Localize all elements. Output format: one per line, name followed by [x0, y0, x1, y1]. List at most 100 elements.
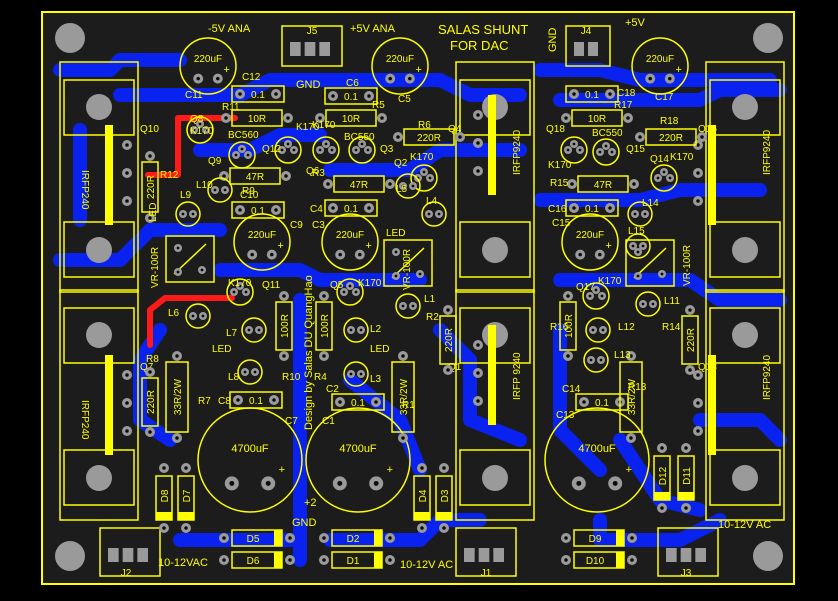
solder-pad [364, 203, 374, 213]
solder-pad [198, 266, 206, 274]
capacitor-value: 0.1 [595, 398, 609, 409]
inductor-ref: L1 [424, 294, 436, 305]
solder-pad [357, 370, 365, 378]
solder-pad [278, 146, 286, 154]
transistor-type: IRFP9240 [512, 130, 523, 175]
inductor-l12: L12 [585, 317, 635, 343]
resistor-value: 220R [417, 133, 441, 144]
solder-pad [629, 179, 639, 189]
transistor-ref: Q16 [698, 124, 717, 135]
solder-pad [435, 210, 443, 218]
solder-pad [399, 182, 407, 190]
resistor-ref: R6 [418, 120, 431, 131]
connector-pin [108, 548, 119, 562]
cathode-band [274, 530, 282, 546]
solder-pad [473, 340, 483, 350]
solder-pad [357, 326, 365, 334]
polarity-mark: + [277, 240, 283, 252]
solder-pad [335, 397, 345, 407]
connector-pin [493, 548, 504, 562]
solder-pad [393, 132, 403, 142]
capacitor-ref: C5 [398, 94, 411, 105]
solder-pad [596, 148, 604, 156]
diode-ref: D3 [440, 489, 451, 502]
solder-pad [399, 302, 407, 310]
solder-pad [385, 555, 395, 565]
solder-pad [212, 73, 223, 84]
solder-pad [639, 300, 647, 308]
inductor-ref: L3 [370, 374, 382, 385]
cathode-band [678, 492, 694, 500]
connector-ref: J5 [307, 26, 318, 37]
solder-pad [323, 179, 333, 189]
solder-pad [586, 292, 594, 300]
inductor-l2: L2 [343, 317, 382, 343]
capacitor-ref: C10 [240, 190, 259, 201]
inductor-ref: L13 [614, 350, 631, 361]
transistor-ref: Q3 [380, 144, 394, 155]
connector-pin [122, 548, 134, 562]
solder-pad [641, 210, 649, 218]
solder-pad [579, 397, 589, 407]
capacitor-ref: C18 [617, 88, 636, 99]
transistor-part: K170 [410, 152, 434, 163]
trimmer-value: VR-100R [682, 245, 693, 286]
solder-pad [657, 503, 667, 513]
solder-pad [563, 291, 573, 301]
solder-pad [145, 213, 155, 223]
transistor-part: K170 [670, 152, 694, 163]
resistor-value: 220R [146, 175, 157, 199]
solder-pad [635, 132, 645, 142]
solder-pad [599, 326, 607, 334]
label-plus2: +2 [304, 497, 317, 509]
diode-d4: D4 [413, 463, 431, 533]
solder-pad [426, 174, 434, 182]
capacitor-c9: 220uF+C9 [233, 213, 303, 271]
solder-pad [255, 326, 263, 334]
inductor-ref: L15 [628, 226, 645, 237]
trimmer-value: VR-100R [402, 249, 413, 290]
polarity-mark: + [223, 64, 229, 76]
solder-pad [645, 73, 656, 84]
solder-pad [319, 291, 329, 301]
solder-pad [425, 210, 433, 218]
solder-pad [420, 168, 428, 176]
solder-pad [569, 89, 579, 99]
cathode-band [156, 512, 172, 520]
transistor-type: IRFP9240 [762, 355, 773, 400]
resistor-ref: R11 [222, 102, 240, 113]
diode-ref: D10 [586, 556, 605, 567]
inductor-l7: L7 [226, 317, 267, 343]
inductor-ref: L12 [618, 322, 635, 333]
solder-pad [245, 326, 253, 334]
capacitor-value: 4700uF [231, 443, 269, 455]
transistor-part: K170 [598, 276, 622, 287]
transistor-ref: Q9 [208, 156, 222, 167]
resistor-ref: R1 [402, 400, 415, 411]
solder-pad [697, 132, 707, 142]
capacitor-value: 220uF [646, 54, 674, 65]
diode-d7: D7 [177, 463, 195, 533]
solder-pad [364, 91, 374, 101]
solder-pad [473, 396, 483, 406]
diode-d10: D10 [561, 551, 637, 569]
solder-pad [664, 73, 675, 84]
transistor-type: IRFP9240 [762, 130, 773, 175]
resistor-value: 33R/2W [627, 378, 638, 415]
solder-pad [122, 168, 132, 178]
mounting-hole [753, 23, 783, 53]
solder-pad [385, 533, 395, 543]
connector-pin [588, 42, 598, 56]
solder-pad [563, 351, 573, 361]
connector-j2: J2 [99, 527, 161, 579]
